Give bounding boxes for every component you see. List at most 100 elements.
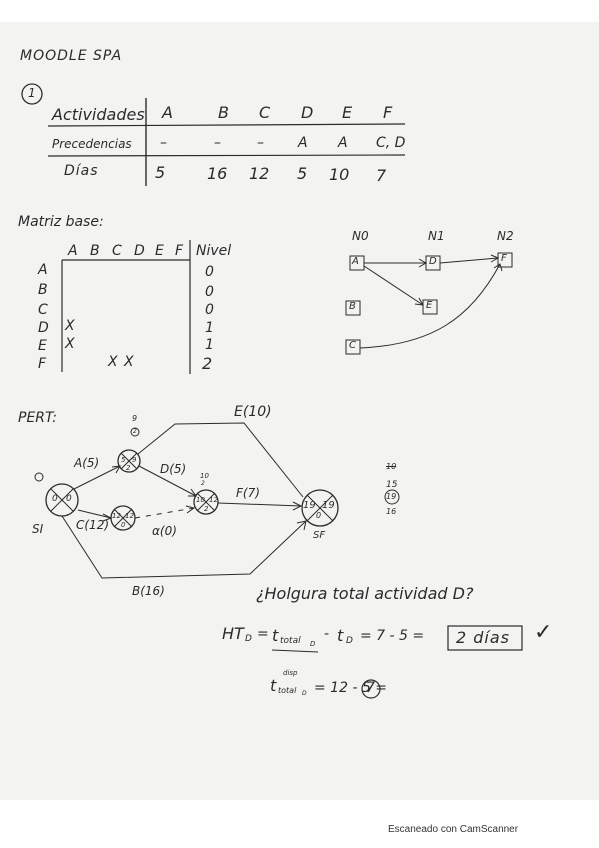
- formula-total-sub: total: [280, 636, 301, 646]
- annotation-n3-top: 10: [200, 472, 209, 480]
- answer2-circle: [361, 679, 381, 699]
- matrix-col-a: A: [68, 243, 78, 259]
- matrix-row-f: F: [38, 356, 47, 372]
- annotation-circle-n1: [130, 427, 140, 437]
- precedence-b: –: [214, 135, 221, 151]
- formula2-disp: disp: [283, 669, 298, 677]
- formula-ht: HT: [222, 624, 244, 643]
- table-rule-2: [47, 154, 406, 157]
- arrow-a-e: [363, 265, 424, 306]
- arc-alpha: [134, 507, 195, 519]
- activity-a: A: [162, 103, 173, 122]
- level-label-n0: N0: [352, 229, 369, 243]
- matrix-mark-d-a: X: [65, 318, 75, 334]
- annotation-15: 15: [386, 480, 398, 490]
- pert-node-si: [45, 483, 79, 517]
- formula-t-d-sub: D: [346, 636, 353, 646]
- level-label-n1: N1: [428, 229, 445, 243]
- matrix-row-d: D: [38, 320, 49, 336]
- graph-node-d: D: [429, 256, 437, 267]
- node-3-early: 10: [196, 496, 205, 504]
- level-a: 0: [205, 264, 214, 280]
- pert-node-3: [193, 489, 219, 515]
- node-2-slack: 0: [121, 521, 126, 529]
- annotation-crossed: 10: [386, 462, 397, 471]
- graph-node-b-box: [345, 300, 361, 316]
- pert-label-a: A(5): [74, 456, 100, 470]
- precedence-e: A: [338, 135, 348, 151]
- formula2-t: t: [270, 676, 277, 695]
- pert-label-alpha: α(0): [152, 524, 177, 538]
- matrix-row-b: B: [38, 282, 48, 298]
- row-label-days: Días: [64, 163, 99, 179]
- formula2-rhs: = 12 - 5 =: [314, 680, 388, 696]
- days-b: 16: [207, 164, 228, 183]
- arc-c: [77, 509, 112, 519]
- graph-node-b: B: [349, 301, 356, 312]
- pert-node-label-si: SI: [32, 522, 44, 536]
- activity-f: F: [383, 103, 393, 122]
- answer-box: [447, 625, 523, 651]
- activity-b: B: [218, 103, 229, 122]
- row-label-activities: Actividades: [52, 105, 145, 124]
- graph-node-e-box: [422, 299, 438, 315]
- matrix-mark-f-d: X: [124, 354, 134, 370]
- check-mark-icon: ✓: [534, 620, 553, 645]
- matrix-col-b: B: [90, 243, 100, 259]
- scanner-watermark: Escaneado con CamScanner: [388, 824, 519, 835]
- level-e: 1: [205, 337, 214, 353]
- matrix-col-f: F: [175, 243, 184, 259]
- matrix-row-e: E: [38, 338, 47, 354]
- level-label-n2: N2: [497, 229, 514, 243]
- matrix-col-c: C: [112, 243, 122, 259]
- row-label-precedences: Precedencias: [52, 137, 132, 151]
- formula2-total-d: D: [302, 690, 307, 697]
- exercise-number-circle: [21, 83, 43, 105]
- level-d: 1: [205, 320, 214, 336]
- precedence-c: –: [257, 135, 264, 151]
- node-si-late: 0: [66, 494, 72, 504]
- formula2-total-sub: total: [278, 686, 297, 695]
- annotation-n1-top: 9: [132, 414, 138, 423]
- activity-d: D: [301, 103, 314, 122]
- matrix-title: Matriz base:: [18, 214, 104, 230]
- formula-minus: -: [324, 626, 330, 642]
- graph-node-c-box: [345, 339, 361, 355]
- pert-label-b: B(16): [132, 584, 165, 598]
- formula-eq: =: [257, 626, 269, 642]
- pert-node-1: [117, 449, 141, 473]
- formula-t-total: t: [272, 626, 279, 645]
- matrix-col-e: E: [155, 243, 164, 259]
- level-f: 2: [202, 354, 213, 373]
- node-1-late: 9: [132, 456, 137, 464]
- annotation-n3-circle: 2: [201, 480, 205, 487]
- pert-title: PERT:: [18, 410, 57, 426]
- matrix-row-a: A: [38, 262, 48, 278]
- table-rule-1: [47, 123, 406, 127]
- node-1-slack: 2: [126, 464, 131, 472]
- node-sf-late: 19: [322, 500, 335, 511]
- formula-ht-sub: D: [245, 634, 252, 644]
- precedence-d: A: [298, 135, 308, 151]
- node-1-early: 5: [121, 456, 126, 464]
- graph-node-e: E: [426, 300, 433, 311]
- annotation-16: 16: [386, 507, 397, 516]
- precedence-f: C, D: [376, 135, 406, 151]
- arc-e: [137, 422, 304, 498]
- pert-label-e: E(10): [234, 404, 272, 420]
- scanned-page: [0, 22, 599, 800]
- formula-rhs: = 7 - 5 =: [360, 628, 425, 644]
- arc-b: [61, 515, 307, 579]
- annotation-n1-circle: 2: [133, 428, 137, 435]
- page-title: MOODLE SPA: [20, 48, 123, 64]
- formula-underline: [271, 649, 319, 653]
- precedence-a: –: [160, 135, 167, 151]
- node-sf-slack: 0: [316, 511, 322, 520]
- days-a: 5: [155, 163, 166, 182]
- pert-label-c: C(12): [76, 518, 110, 532]
- graph-node-a: A: [352, 256, 359, 267]
- matrix-col-d: D: [134, 243, 145, 259]
- pert-label-f: F(7): [236, 486, 260, 500]
- node-si-early: 0: [52, 494, 58, 504]
